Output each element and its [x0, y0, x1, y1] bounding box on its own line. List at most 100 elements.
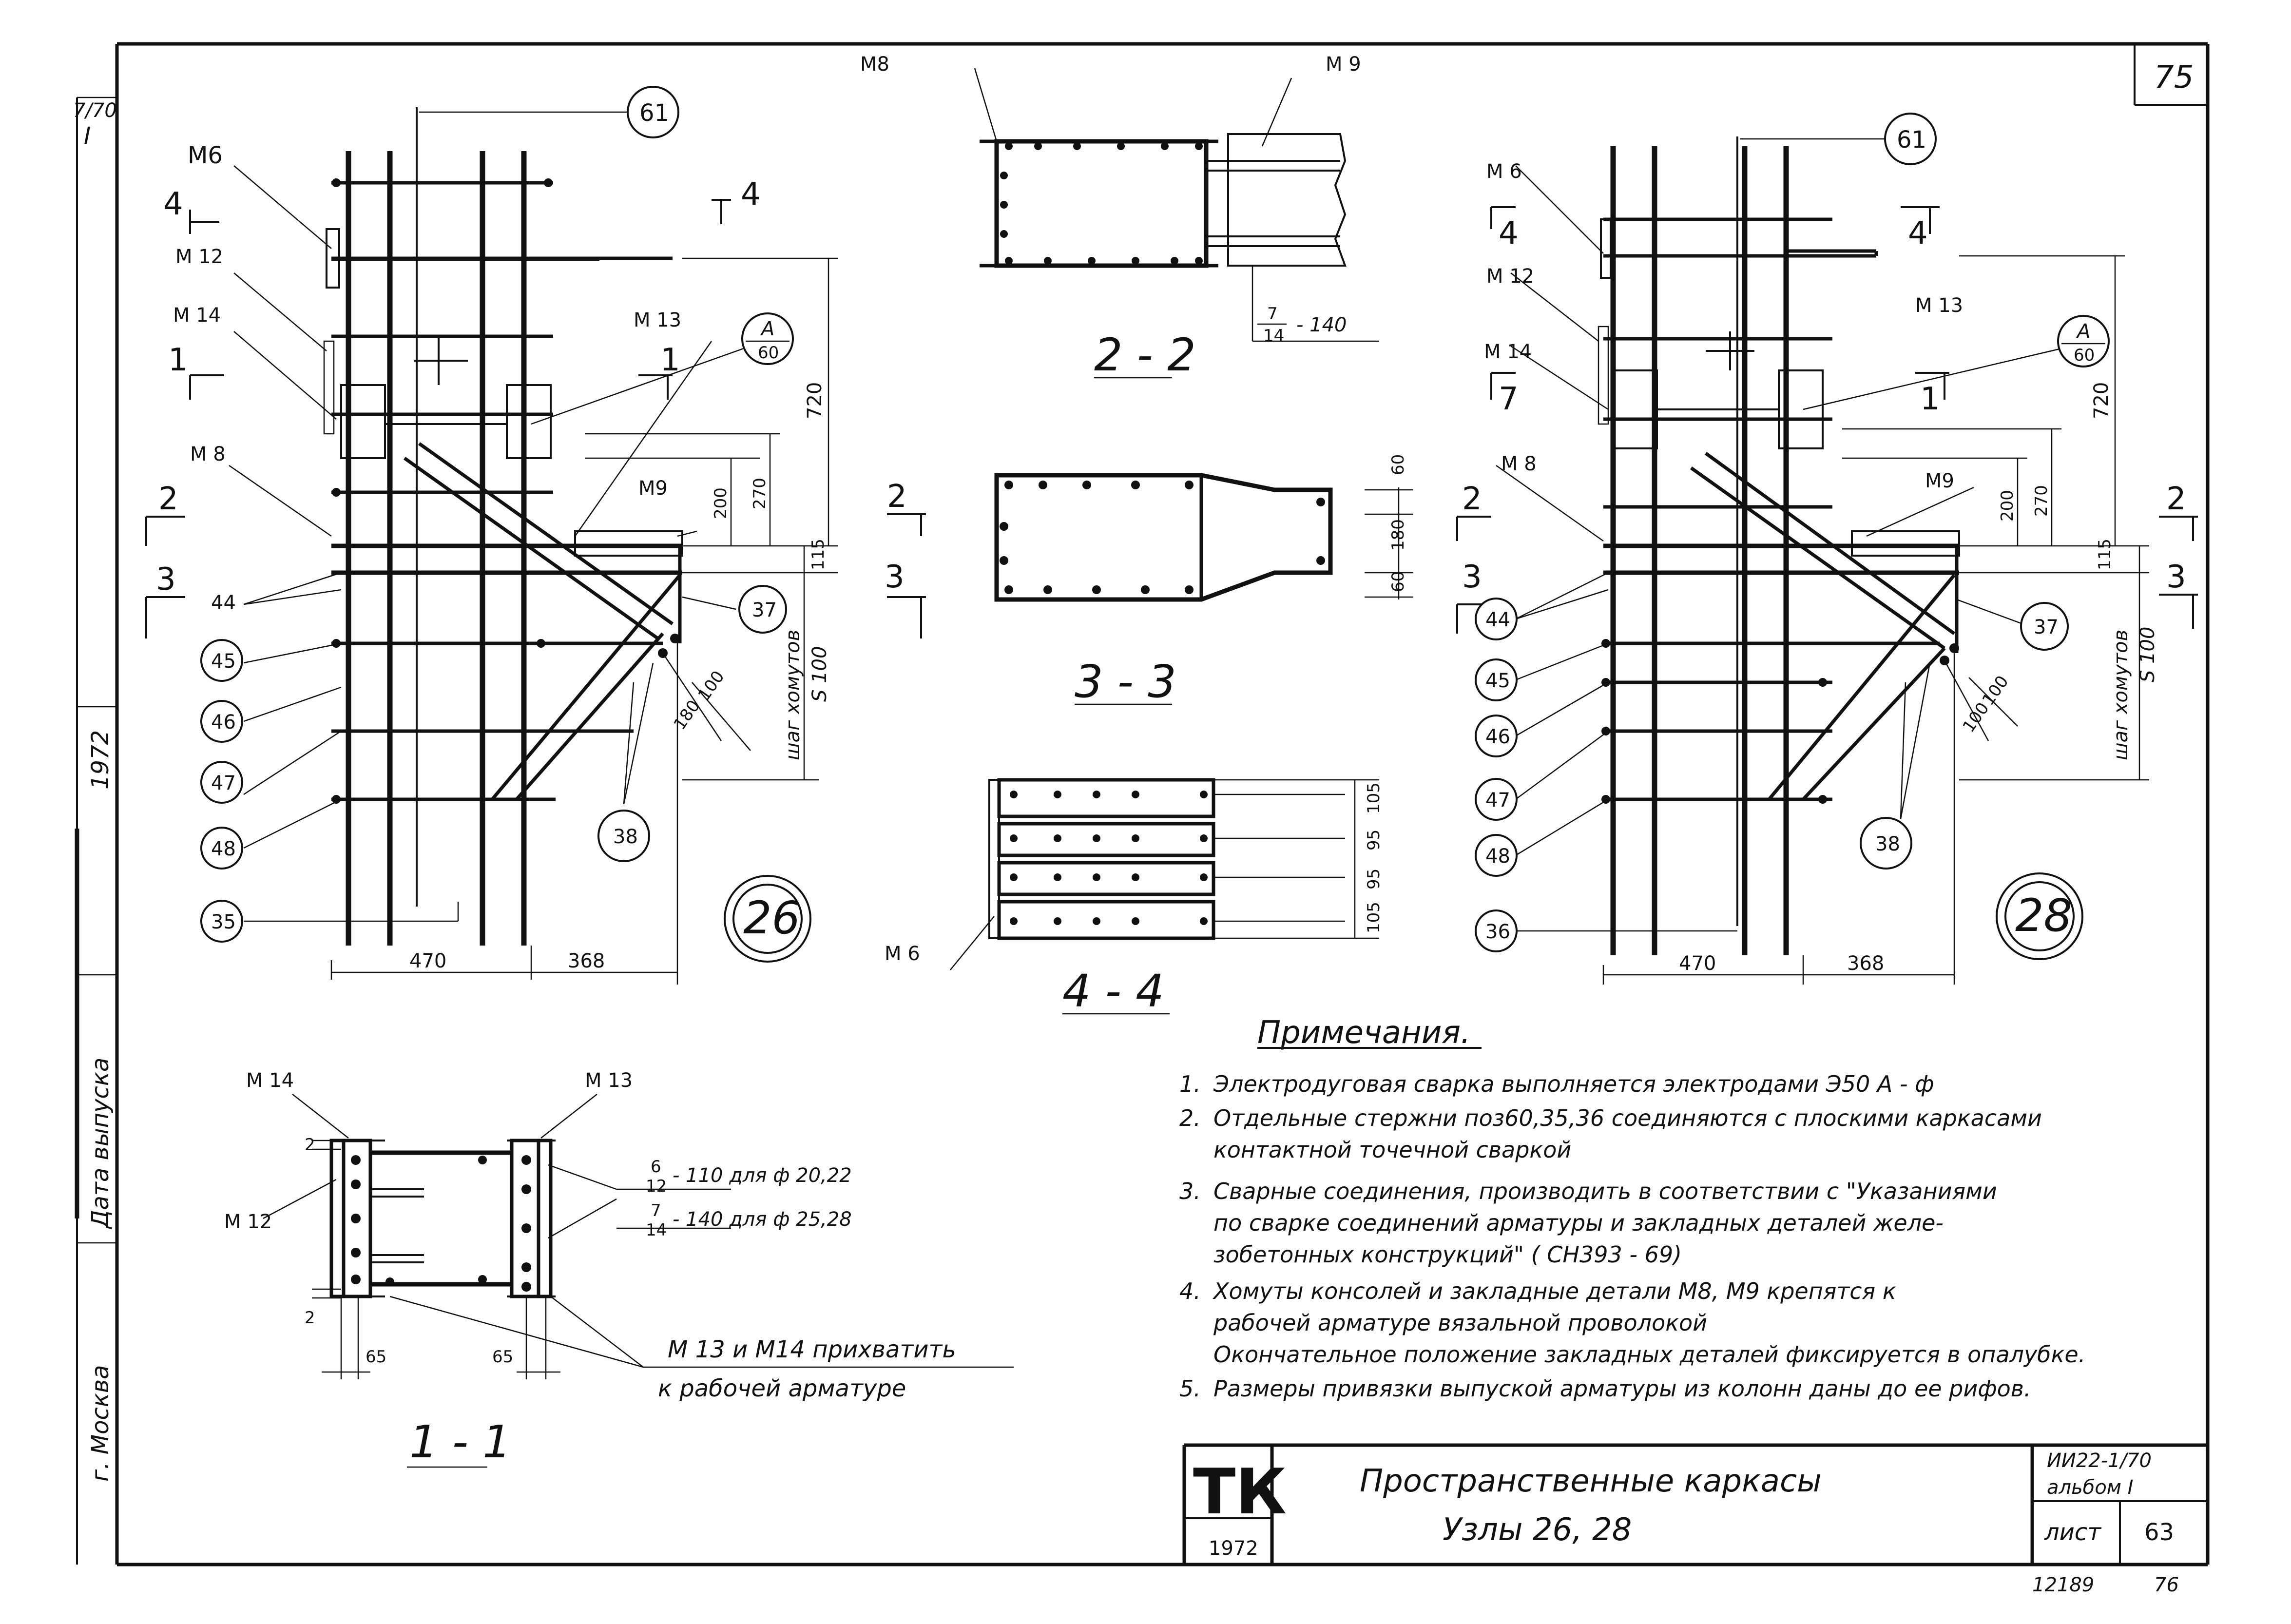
section33-mark-3: 3 — [885, 559, 905, 595]
section33-dim-180: 180 — [1388, 519, 1408, 551]
node26-dim-115: 115 — [809, 539, 828, 570]
node28-section-1: 1 — [1920, 381, 1940, 417]
section-2-2-drawing — [974, 68, 1379, 379]
node26-section-1b: 1 — [660, 342, 680, 378]
node28-dim-368: 368 — [1847, 952, 1884, 975]
node26-callout-37: 37 — [752, 599, 777, 621]
strip-top-roman: I — [84, 122, 91, 150]
section11-d2a: 2 — [305, 1135, 315, 1155]
node26-section-4a: 4 — [163, 186, 183, 222]
node26-dim-270: 270 — [750, 478, 770, 509]
node-26-drawing — [145, 107, 838, 985]
note-1-line-1: Электродуговая сварка выполняется электр… — [1213, 1071, 1934, 1097]
section22-m8: М8 — [860, 53, 889, 76]
section-3-3-rebar-dots — [1000, 481, 1325, 594]
section33-dim-60b: 60 — [1388, 571, 1408, 592]
note-2-line-2: контактной точечной сваркой — [1213, 1137, 1571, 1163]
section22-m9: М 9 — [1326, 53, 1361, 76]
node28-detail-top: А — [2076, 320, 2090, 343]
note-4-line-3: Окончательное положение закладных детале… — [1213, 1341, 2085, 1368]
section44-dim-105a: 105 — [1364, 782, 1384, 814]
note-3-line-3: зобетонных конструкций" ( СН393 - 69) — [1213, 1241, 1682, 1268]
section-2-2-rebar-dots — [1000, 142, 1203, 265]
node26-callout-61: 61 — [639, 99, 669, 127]
node28-callout-44: 44 — [1485, 609, 1510, 631]
title-block-logo-year: 1972 — [1209, 1537, 1258, 1560]
node26-mark-m14: М 14 — [173, 304, 221, 327]
title-block — [1182, 1443, 2208, 1565]
section44-dim-95b: 95 — [1364, 869, 1384, 889]
title-block-album: альбом I — [2047, 1476, 2133, 1499]
node28-callout-61: 61 — [1897, 126, 1926, 154]
node-28-callouts — [1475, 113, 2110, 960]
section11-m12: М 12 — [224, 1211, 272, 1233]
section-4-4-rebar-dots — [1010, 791, 1208, 925]
node28-section-4b: 4 — [1908, 215, 1928, 251]
node26-callout-48: 48 — [211, 838, 236, 860]
node26-callout-35: 35 — [211, 911, 236, 933]
node26-dim-180: 180 — [670, 696, 704, 734]
strip-city: г. Москва — [87, 1365, 114, 1482]
node28-section-4a: 4 — [1499, 215, 1519, 251]
node28-mark-m6: М 6 — [1486, 160, 1522, 183]
section-1-1-rebar-dots — [351, 1155, 531, 1292]
section11-m14: М 14 — [246, 1069, 294, 1092]
node28-section-2a: 2 — [1462, 481, 1482, 517]
node28-section-7: 7 — [1499, 381, 1519, 417]
node-28-drawing — [1456, 136, 2198, 985]
strip-year: 1972 — [87, 730, 114, 790]
section11-weld2-rest: - 140 для ф 25,28 — [673, 1208, 852, 1231]
section44-label: 4 - 4 — [1062, 965, 1164, 1017]
node26-title: 26 — [743, 892, 800, 944]
node28-callout-36: 36 — [1485, 921, 1510, 943]
bottom-num: 76 — [2154, 1574, 2179, 1596]
title-block-logo: ТК — [1193, 1456, 1287, 1528]
title-block-subtitle: Узлы 26, 28 — [1443, 1512, 1632, 1548]
node28-section-2b: 2 — [2166, 481, 2186, 517]
node28-step-label: шаг хомутов — [2110, 630, 2132, 760]
node28-dim-200: 200 — [1998, 490, 2017, 522]
node26-mark-m6: М6 — [188, 142, 223, 169]
section11-weld1-den: 12 — [646, 1177, 667, 1196]
section44-dim-105b: 105 — [1364, 902, 1384, 933]
section11-note1: М 13 и М14 прихватить — [668, 1336, 956, 1363]
node28-mark-m9: М9 — [1925, 470, 1954, 492]
node26-mark-m9: М9 — [638, 477, 668, 500]
title-block-sheet-number: 63 — [2144, 1519, 2174, 1546]
node26-section-4b: 4 — [741, 176, 761, 213]
node28-mark-m12: М 12 — [1486, 265, 1534, 288]
section33-dim-60a: 60 — [1388, 454, 1408, 475]
section11-d65b: 65 — [492, 1347, 513, 1367]
node26-mark-m12: М 12 — [175, 246, 223, 268]
title-block-sheet-label: лист — [2044, 1519, 2102, 1546]
node-26-callouts — [200, 86, 811, 963]
node28-callout-46: 46 — [1485, 726, 1510, 748]
node26-dim-200: 200 — [711, 487, 731, 519]
node26-callout-47: 47 — [211, 772, 236, 794]
note-4-line-2: рабочей арматуре вязальной проволокой — [1213, 1310, 1707, 1336]
section11-weld1-num: 6 — [651, 1157, 661, 1177]
section33-label: 3 - 3 — [1075, 656, 1176, 708]
title-block-title: Пространственные каркасы — [1360, 1463, 1822, 1499]
sheet-frame — [115, 42, 2210, 1566]
node26-section-2: 2 — [158, 481, 178, 517]
section11-weld2-num: 7 — [651, 1201, 661, 1220]
node28-section-3a: 3 — [1462, 559, 1482, 595]
section22-frac-rest: - 140 — [1296, 314, 1347, 336]
node28-section-3b: 3 — [2166, 559, 2186, 595]
node26-dim-100: 100 — [694, 667, 729, 704]
node26-dim-720: 720 — [804, 382, 826, 419]
node28-step-value: S 100 — [2137, 627, 2159, 682]
section11-label: 1 - 1 — [409, 1416, 511, 1468]
section44-dim-95a: 95 — [1364, 830, 1384, 851]
note-4-num: 4. — [1179, 1278, 1201, 1304]
section22-frac-den: 14 — [1263, 326, 1284, 346]
node26-callout-44: 44 — [211, 592, 236, 614]
note-2-num: 2. — [1179, 1105, 1201, 1131]
section33-mark-2: 2 — [887, 479, 907, 515]
section-3-3-drawing — [887, 473, 1413, 705]
node26-detail-bottom: 60 — [758, 343, 779, 363]
node28-callout-37: 37 — [2034, 616, 2059, 638]
node26-step-label: шаг хомутов — [782, 630, 804, 760]
page-number: 75 — [2154, 59, 2194, 96]
